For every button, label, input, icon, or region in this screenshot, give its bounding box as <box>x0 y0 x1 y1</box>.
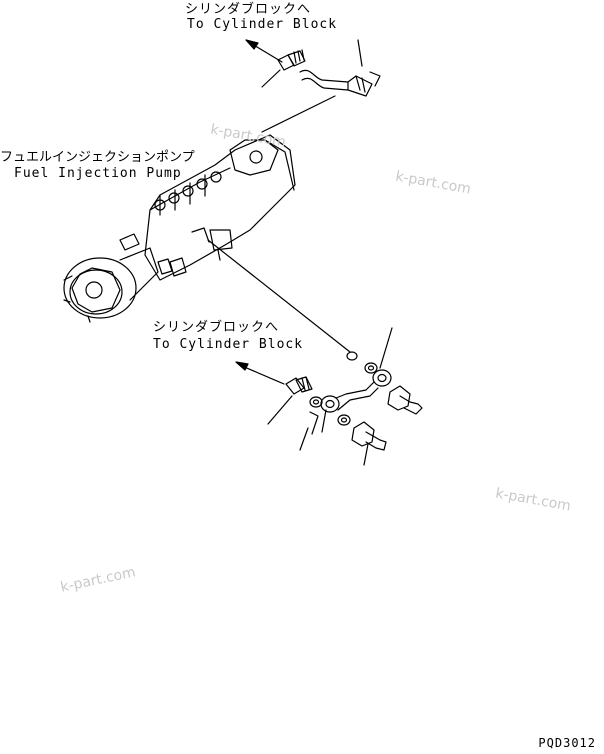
top-fuel-pipe <box>261 39 381 133</box>
pump-label-jp: フュエルインジェクションポンプ <box>0 150 195 165</box>
top-direction-arrow <box>245 39 283 63</box>
mid-direction-arrow <box>235 361 285 385</box>
mid-connector-fitting <box>267 376 313 425</box>
top-connector-fitting <box>261 49 306 88</box>
mid-destination-label-jp: シリンダブロックへ <box>153 320 280 335</box>
eye-bolt-lower <box>351 421 387 466</box>
mid-washers <box>299 351 378 451</box>
pump-label-en: Fuel Injection Pump <box>14 166 182 181</box>
fuel-injection-pump <box>63 134 351 353</box>
top-destination-label-en: To Cylinder Block <box>187 17 338 32</box>
top-destination-label-jp: シリンダブロックへ <box>185 2 312 17</box>
drawing-code: PQD3012 <box>538 736 596 750</box>
mid-destination-label-en: To Cylinder Block <box>153 337 304 352</box>
mid-fuel-pipe <box>320 327 393 413</box>
eye-bolt-upper <box>387 385 423 415</box>
